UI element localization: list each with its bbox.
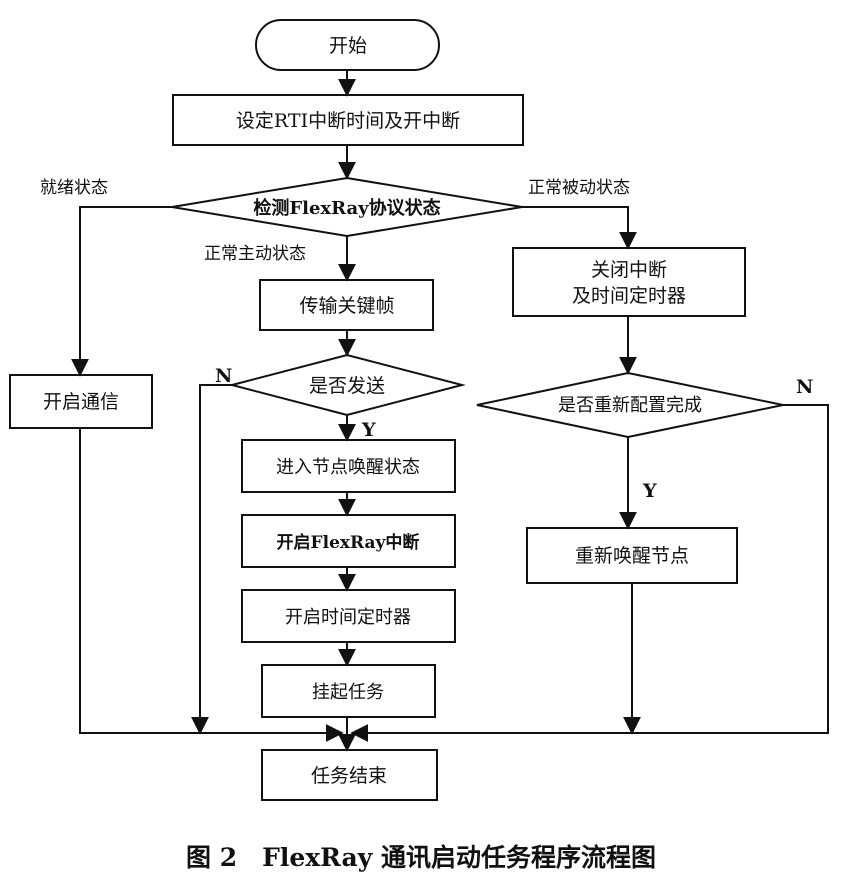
- set-rti-label: 设定RTI中断时间及开中断: [236, 110, 460, 132]
- enable-timer-box-shape: [241, 589, 456, 643]
- check-state-label: 检测FlexRay协议状态: [253, 197, 440, 219]
- set-rti-box-shape: [172, 94, 524, 146]
- enter-wakeup-label: 进入节点唤醒状态: [276, 457, 420, 478]
- normal-active-edge-label: 正常主动状态: [204, 244, 306, 264]
- transmit-label: 传输关键帧: [299, 295, 394, 317]
- enable-flexray-int-box-shape: [241, 514, 456, 568]
- enable-timer-label: 开启时间定时器: [285, 607, 411, 628]
- enable-comm-box-shape: [9, 374, 153, 429]
- reconfig-no-edge-label: N: [796, 376, 813, 398]
- close-int-label-line1: 关闭中断: [591, 259, 667, 281]
- figure-caption: 图 2 FlexRay 通讯启动任务程序流程图: [186, 843, 656, 872]
- edge-check-to-close-int: [522, 206, 637, 250]
- sent-no-edge-label: N: [215, 365, 232, 387]
- edge-sent-no-to-merge: [191, 384, 232, 735]
- start-label: 开始: [329, 35, 367, 57]
- close-int-label-line2: 及时间定时器: [572, 285, 686, 307]
- reconfig-yes-edge-label: Y: [642, 480, 657, 502]
- sent-yes-edge-label: Y: [361, 419, 376, 441]
- edge-reconfig-no-to-merge: [350, 404, 829, 742]
- end-task-box-shape: [261, 749, 438, 801]
- edge-enable-comm-to-merge: [79, 428, 344, 742]
- end-task-label: 任务结束: [311, 765, 387, 787]
- rewake-node-box-shape: [526, 527, 738, 584]
- sent-check-label: 是否发送: [309, 375, 385, 397]
- suspend-task-box-shape: [261, 664, 436, 718]
- enter-wakeup-box-shape: [241, 439, 456, 493]
- enable-comm-label: 开启通信: [43, 391, 119, 413]
- rewake-node-label: 重新唤醒节点: [575, 545, 689, 567]
- enable-flexray-int-label: 开启FlexRay中断: [277, 532, 420, 553]
- sent-check-diamond-shape: [228, 353, 466, 417]
- edge-check-to-enable-comm: [71, 206, 172, 377]
- suspend-task-label: 挂起任务: [312, 682, 384, 703]
- reconfig-check-label: 是否重新配置完成: [558, 395, 702, 416]
- ready-state-edge-label: 就绪状态: [40, 178, 108, 198]
- normal-passive-edge-label: 正常被动状态: [528, 178, 630, 198]
